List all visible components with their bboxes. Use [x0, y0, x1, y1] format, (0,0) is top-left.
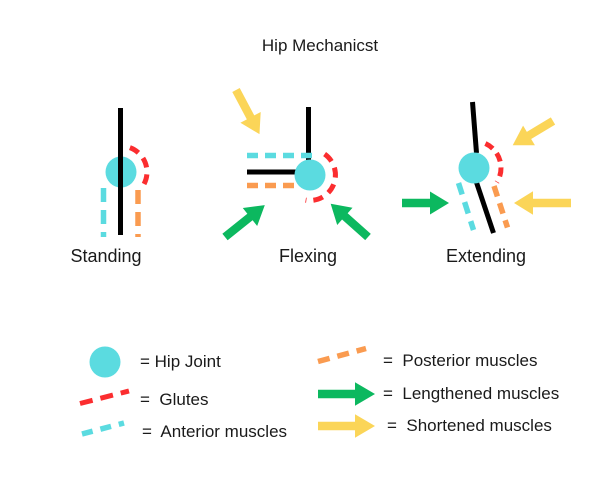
- glutes-arc-icon: [484, 141, 504, 184]
- figure-label-standing: Standing: [70, 246, 142, 266]
- lengthened-muscles-arrow-icon: [402, 191, 449, 215]
- torso-line: [470, 101, 479, 154]
- legend-label-shortened-muscles: = Shortened muscles: [387, 416, 552, 435]
- shortened-muscles-arrow-icon: [512, 117, 556, 146]
- glutes-arc-icon: [128, 145, 150, 189]
- lengthened-muscles-arrow-icon: [222, 205, 265, 241]
- shortened-muscles-arrow-icon: [514, 191, 571, 215]
- figure-label-flexing: Flexing: [278, 246, 338, 266]
- shortened-muscles-arrow-icon: [318, 414, 375, 438]
- lengthened-muscles-arrow-icon: [330, 203, 371, 241]
- anterior-muscles-line-icon: [455, 182, 477, 231]
- legend-symbols: [79, 345, 375, 438]
- legend-label-glutes: = Glutes: [140, 390, 209, 409]
- legend-label-hip-joint: = Hip Joint: [140, 352, 221, 371]
- leg-line: [473, 180, 496, 234]
- hip-joint-icon: [294, 159, 326, 191]
- hip-joint-icon: [458, 152, 490, 184]
- figure-flexing-graphic: [222, 88, 371, 241]
- figure-extending-graphic: [402, 101, 571, 234]
- figure-standing-graphic: [100, 108, 150, 237]
- hip-joint-circle-icon: [89, 346, 121, 378]
- figure-label-extending: Extending: [445, 246, 527, 266]
- lengthened-muscles-arrow-icon: [318, 382, 375, 406]
- anterior-muscles-dashed-line-icon: [81, 420, 125, 437]
- legend-label-posterior-muscles: = Posterior muscles: [383, 351, 538, 370]
- page-title: Hip Mechanicst: [261, 36, 379, 55]
- legend-label-lengthened-muscles: = Lengthened muscles: [383, 384, 560, 403]
- shortened-muscles-arrow-icon: [232, 88, 261, 135]
- posterior-muscles-line-icon: [491, 185, 511, 229]
- glutes-arc-icon: [305, 152, 338, 203]
- posterior-muscles-dashed-line-icon: [317, 345, 367, 365]
- glutes-dashed-line-icon: [79, 388, 130, 406]
- legend-label-anterior-muscles: = Anterior muscles: [142, 422, 288, 441]
